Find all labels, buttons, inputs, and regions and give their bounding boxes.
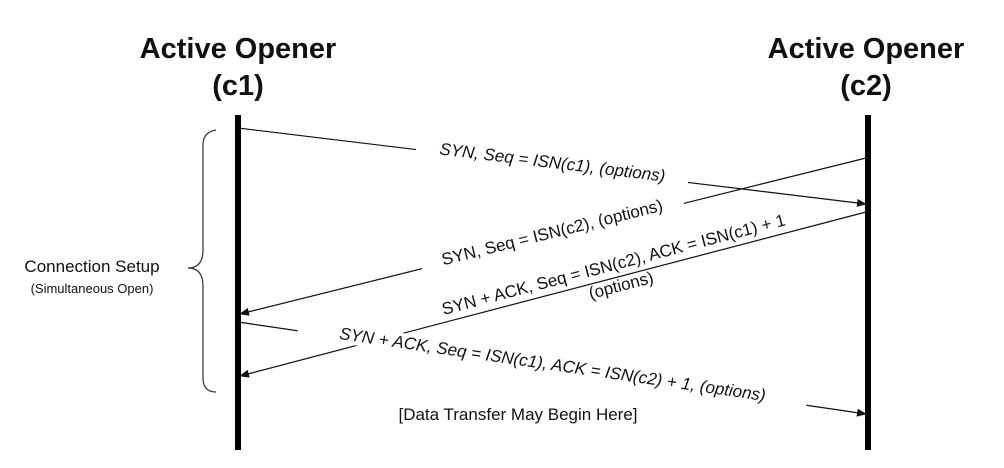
msg4-label: SYN + ACK, Seq = ISN(c1), ACK = ISN(c2) … <box>338 324 767 405</box>
phase-sublabel: (Simultaneous Open) <box>31 281 154 296</box>
msg3-arrow <box>239 211 867 378</box>
phase-label: Connection Setup <box>24 257 159 276</box>
left-entity-title: Active Opener <box>140 33 337 65</box>
right-entity-title: Active Opener <box>768 33 965 65</box>
right-entity-id: (c2) <box>840 70 892 102</box>
left-entity-id: (c1) <box>212 70 264 102</box>
data-transfer-note: [Data Transfer May Begin Here] <box>398 405 637 424</box>
connection-setup-brace <box>187 129 217 393</box>
msg1-label: SYN, Seq = ISN(c1), (options) <box>438 139 666 185</box>
